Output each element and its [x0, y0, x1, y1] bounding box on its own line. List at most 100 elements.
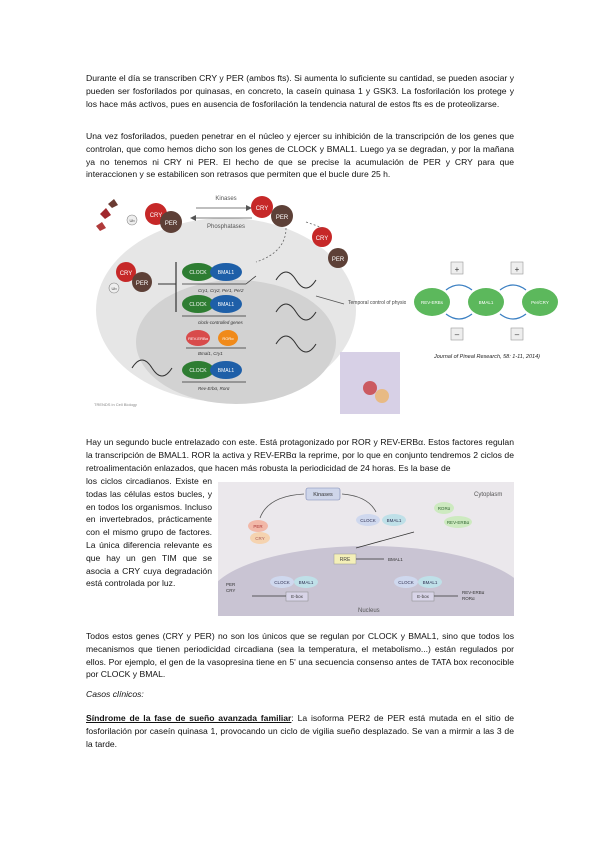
journal-citation: Journal of Pineal Research, 58: 1-11, 20…: [433, 354, 540, 360]
cry-label-top: CRY: [150, 213, 163, 219]
ror-label-fig2: RORα: [438, 506, 451, 511]
inset-cry: [363, 381, 377, 395]
cry-label-right: CRY: [256, 206, 269, 212]
minus-box-2: [510, 327, 524, 341]
percry-label: Per/CRY: [531, 300, 549, 305]
ub-node-2: [108, 282, 120, 294]
cry-node-separate: [312, 227, 332, 247]
clock-node-fig2-right: [394, 576, 418, 588]
ub-node-1: [126, 214, 138, 226]
rre-reverb-line: [355, 531, 415, 549]
clock-label-fig2-right: CLOCK: [398, 580, 414, 585]
minus-box-1: [450, 327, 464, 341]
cry-node-left: [116, 262, 136, 282]
bmal1-label-right: BMAL1: [479, 300, 494, 305]
per-node-left: [132, 272, 152, 292]
per-node-fig2: [248, 520, 268, 532]
plus-box-1: [450, 261, 464, 275]
per-node-top: [160, 211, 182, 233]
paragraph-3: Hay un segundo bucle entrelazado con est…: [86, 437, 514, 473]
kinases-arrowhead: [246, 205, 252, 211]
per-node-right: [271, 205, 293, 227]
bmal1-label-3: BMAL1: [218, 368, 235, 374]
genes-label-2: clock-controlled genes: [198, 320, 244, 325]
clock-bmal1-complex-1: CLOCK BMAL1: [182, 263, 257, 285]
mrna-wave-1: [275, 271, 317, 289]
plus-label-2: +: [515, 265, 520, 274]
clock-label-1: CLOCK: [189, 270, 207, 276]
per-label-right: PER: [276, 215, 289, 221]
per-label-top: PER: [165, 221, 178, 227]
temporal-arrow: [315, 295, 345, 305]
cry-node-fig2: [250, 532, 270, 544]
mrna-wave-4: [131, 359, 173, 377]
per-label-fig2: PER: [253, 524, 263, 529]
clock-bmal1-complex-2: CLOCK BMAL1: [182, 295, 246, 317]
kinase-arrow-right: [341, 493, 377, 513]
clock-node-fig2-top: [356, 514, 380, 526]
ebox-left: [285, 591, 309, 602]
bmal1-label-1: BMAL1: [218, 270, 235, 276]
ebox-label-left: E-box: [291, 594, 304, 599]
arrow-down-right: [499, 313, 527, 320]
temporal-label-text: Temporal control of physiology: [348, 300, 416, 306]
bmal1-node-fig2-left: [294, 576, 318, 588]
genes-label-4: Rev-Erbα, Rorα: [198, 386, 230, 391]
arrow-up-left: [445, 284, 473, 291]
arrow-down-left: [445, 313, 473, 320]
figure-credit: TRENDS in Cell Biology: [94, 402, 137, 407]
minus-label-2: –: [515, 330, 520, 339]
bmal1-label-fig2-left: BMAL1: [299, 580, 314, 585]
bmal1-label-fig2-top: BMAL1: [387, 518, 402, 523]
ub-label-1: Ub: [129, 218, 135, 223]
bmal1-node-fig2-right: [418, 576, 442, 588]
clock-label-fig2-top: CLOCK: [360, 518, 376, 523]
reverb-node-fig2: [444, 516, 472, 528]
clock-label-2: CLOCK: [189, 302, 207, 308]
arrow-up-right: [499, 284, 527, 291]
dashed-arrow-1: [305, 221, 323, 229]
bmal1-gene-fig2: BMAL1: [388, 557, 403, 562]
ror-node-fig2: [434, 502, 454, 514]
paragraph-2: Una vez fosforilados, pueden penetrar en…: [86, 131, 514, 180]
paragraph-1: Durante el día se transcriben CRY y PER …: [86, 73, 514, 109]
per-label-separate: PER: [332, 257, 345, 263]
phosphatases-arrowhead: [190, 215, 196, 221]
bmal1-node-right: [468, 288, 504, 316]
reverbs-label: REV-ERBs: [421, 300, 444, 305]
temporal-label: Temporal control of physiology: [348, 300, 416, 306]
cry-node-right: [251, 196, 273, 218]
ror-label: RORα: [222, 336, 234, 341]
figure-circadian-loop: CRY PER Ub Kinases Phosphatases CRY PER …: [86, 192, 564, 414]
per-node-separate: [328, 248, 348, 268]
ebox-label-right: E-box: [417, 594, 430, 599]
cry-label-separate: CRY: [316, 236, 329, 242]
genes-label-3: Bmal1, Cry1: [198, 351, 223, 356]
clock-bmal1-complex-3: CLOCK BMAL1: [182, 361, 246, 383]
reverbs-node: [414, 288, 450, 316]
figure-circadian-loop-svg: CRY PER Ub Kinases Phosphatases CRY PER …: [86, 192, 564, 414]
syndrome-text: : La isoforma PER2 de PER está mutada en…: [86, 713, 515, 749]
bmal1-node-fig2-top: [382, 514, 406, 526]
syndrome-paragraph: Síndrome de la fase de sueño avanzada fa…: [86, 712, 514, 750]
reverb-label-fig2: REV-ERBα: [447, 520, 470, 525]
percry-node: [522, 288, 558, 316]
per-label-left: PER: [136, 281, 149, 287]
cry-label-left: CRY: [120, 271, 133, 277]
bmal1-label-2: BMAL1: [218, 302, 235, 308]
rev-erb-label: REV-ERBα: [188, 336, 209, 341]
figure-ror-reverb-loop: Cytoplasm Nucleus Kinases PER CRY CLOCK …: [218, 482, 514, 616]
kinase-arrow-left: [259, 493, 305, 519]
cytoplasm-label: Cytoplasm: [474, 492, 502, 498]
ebox-right: [411, 591, 435, 602]
mrna-wave-3: [275, 335, 317, 353]
kinases-box: [305, 487, 341, 501]
cry-label-fig2: CRY: [255, 536, 264, 541]
plus-box-2: [510, 261, 524, 275]
degraded-protein-cluster: [96, 199, 118, 231]
mrna-wave-2: [275, 303, 317, 321]
syndrome-title: Síndrome de la fase de sueño avanzada fa…: [86, 713, 292, 723]
bmal1-label-fig2-right: BMAL1: [423, 580, 438, 585]
